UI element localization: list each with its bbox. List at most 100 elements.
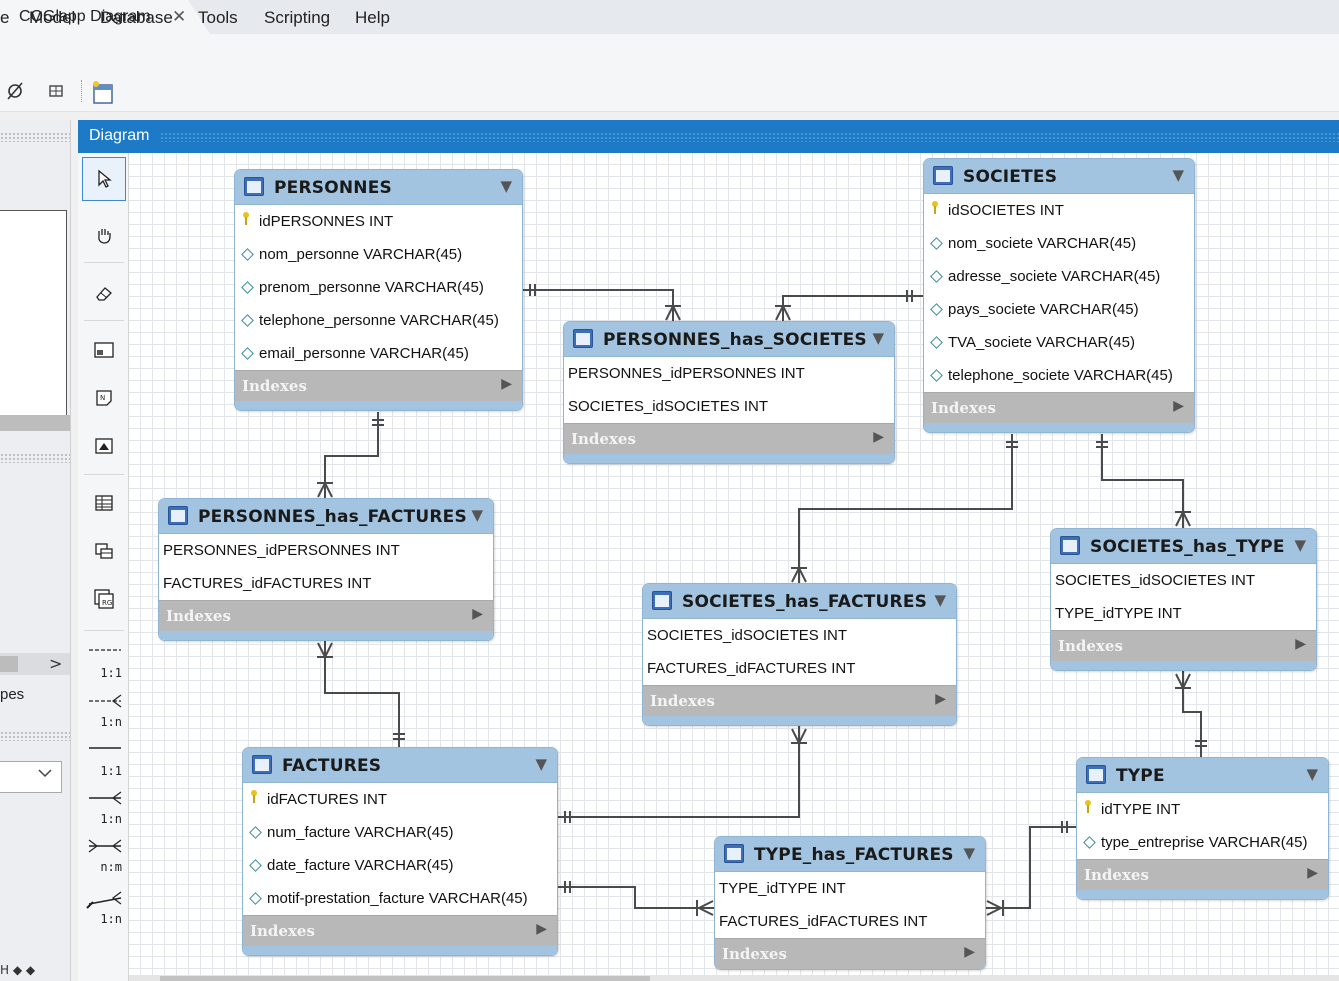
entity-header[interactable]: TYPE_has_FACTURES ▼ — [715, 837, 985, 872]
tab-close-icon[interactable]: ✕ — [172, 7, 187, 27]
entity-societes-has-type[interactable]: SOCIETES_has_TYPE ▼ SOCIETES_idSOCIETES … — [1050, 528, 1317, 671]
column-row[interactable]: FACTURES_idFACTURES INT — [715, 905, 985, 938]
column-row[interactable]: FACTURES_idFACTURES INT — [643, 652, 956, 685]
column-row[interactable]: idFACTURES INT — [243, 783, 557, 816]
collapse-caret-icon[interactable]: ▼ — [471, 506, 483, 524]
collapse-caret-icon[interactable]: ▼ — [872, 329, 884, 347]
panel-grip-3[interactable] — [0, 731, 70, 741]
entity-header[interactable]: PERSONNES_has_SOCIETES ▼ — [564, 322, 894, 357]
entity-header[interactable]: PERSONNES ▼ — [235, 170, 522, 205]
column-row[interactable]: email_personne VARCHAR(45) — [235, 337, 522, 370]
panel-scrollbar-thumb[interactable] — [0, 656, 18, 672]
menu-model[interactable]: Model — [29, 8, 76, 27]
column-row[interactable]: telephone_societe VARCHAR(45) — [924, 359, 1194, 392]
expand-arrow-icon[interactable]: ▶ — [964, 944, 975, 960]
indexes-section[interactable]: Indexes▶ — [1077, 859, 1328, 890]
entity-header[interactable]: SOCIETES ▼ — [924, 159, 1194, 194]
collapse-caret-icon[interactable]: ▼ — [963, 844, 975, 862]
entity-header[interactable]: FACTURES ▼ — [243, 748, 557, 783]
menu-database[interactable]: Database — [100, 8, 173, 27]
rel-1-n-existing-columns-tool[interactable]: 1:n — [85, 890, 125, 926]
column-row[interactable]: motif-prestation_facture VARCHAR(45) — [243, 882, 557, 915]
entity-societes-has-factures[interactable]: SOCIETES_has_FACTURES ▼ SOCIETES_idSOCIE… — [642, 583, 957, 726]
indexes-section[interactable]: Indexes▶ — [235, 370, 522, 401]
column-row[interactable]: TYPE_idTYPE INT — [1051, 597, 1316, 630]
collapse-caret-icon[interactable]: ▼ — [1172, 166, 1184, 184]
indexes-section[interactable]: Indexes▶ — [243, 915, 557, 946]
expand-arrow-icon[interactable]: ▶ — [873, 429, 884, 445]
expand-arrow-icon[interactable]: ▶ — [536, 921, 547, 937]
rel-1-1-identifying-tool[interactable]: 1:1 — [85, 742, 125, 778]
scroll-right-arrow[interactable]: > — [49, 654, 63, 673]
column-row[interactable]: idPERSONNES INT — [235, 205, 522, 238]
entity-personnes-has-societes[interactable]: PERSONNES_has_SOCIETES ▼ PERSONNES_idPER… — [563, 321, 895, 464]
expand-arrow-icon[interactable]: ▶ — [501, 376, 512, 392]
column-row[interactable]: date_facture VARCHAR(45) — [243, 849, 557, 882]
column-row[interactable]: telephone_personne VARCHAR(45) — [235, 304, 522, 337]
entity-personnes[interactable]: PERSONNES ▼ idPERSONNES INT nom_personne… — [234, 169, 523, 411]
entity-factures[interactable]: FACTURES ▼ idFACTURES INT num_facture VA… — [242, 747, 558, 956]
menu-scripting[interactable]: Scripting — [264, 8, 331, 27]
column-row[interactable]: PERSONNES_idPERSONNES INT — [564, 357, 894, 390]
column-row[interactable]: FACTURES_idFACTURES INT — [159, 567, 493, 600]
select-tool-icon[interactable] — [82, 157, 126, 201]
entity-header[interactable]: TYPE ▼ — [1077, 758, 1328, 793]
tab-title[interactable]: COGlapp Diagram — [19, 8, 151, 25]
menu-help[interactable]: Help — [355, 8, 390, 27]
panel-list-item[interactable]: pes — [0, 686, 25, 703]
collapse-caret-icon[interactable]: ▼ — [1306, 765, 1318, 783]
collapse-caret-icon[interactable]: ▼ — [500, 177, 512, 195]
indexes-section[interactable]: Indexes▶ — [924, 392, 1194, 423]
column-row[interactable]: TYPE_idTYPE INT — [715, 872, 985, 905]
expand-arrow-icon[interactable]: ▶ — [1295, 636, 1306, 652]
entity-type-has-factures[interactable]: TYPE_has_FACTURES ▼ TYPE_idTYPE INT FACT… — [714, 836, 986, 970]
column-row[interactable]: TVA_societe VARCHAR(45) — [924, 326, 1194, 359]
panel-splitter[interactable] — [0, 415, 70, 431]
column-row[interactable]: pays_societe VARCHAR(45) — [924, 293, 1194, 326]
image-tool-icon[interactable] — [82, 427, 126, 465]
expand-arrow-icon[interactable]: ▶ — [472, 606, 483, 622]
eraser-tool-icon[interactable] — [82, 274, 126, 312]
layer-tool-icon[interactable] — [82, 331, 126, 369]
panel-dropdown[interactable] — [0, 761, 62, 793]
column-row[interactable]: adresse_societe VARCHAR(45) — [924, 260, 1194, 293]
indexes-section[interactable]: Indexes▶ — [715, 938, 985, 969]
routine-group-tool-icon[interactable]: RG — [82, 580, 126, 618]
collapse-caret-icon[interactable]: ▼ — [535, 755, 547, 773]
column-row[interactable]: nom_personne VARCHAR(45) — [235, 238, 522, 271]
view-tool-icon[interactable] — [82, 532, 126, 570]
panel-grip[interactable] — [0, 132, 70, 142]
entity-type[interactable]: TYPE ▼ idTYPE INT type_entreprise VARCHA… — [1076, 757, 1329, 900]
panel-bottom-controls[interactable]: H ◆ ◆ — [0, 963, 36, 977]
entity-header[interactable]: PERSONNES_has_FACTURES ▼ — [159, 499, 493, 534]
indexes-section[interactable]: Indexes▶ — [1051, 630, 1316, 661]
column-row[interactable]: num_facture VARCHAR(45) — [243, 816, 557, 849]
indexes-section[interactable]: Indexes▶ — [643, 685, 956, 716]
collapse-caret-icon[interactable]: ▼ — [1294, 536, 1306, 554]
tab-coglapp-diagram[interactable] — [0, 0, 210, 34]
indexes-section[interactable]: Indexes▶ — [564, 423, 894, 454]
rel-n-m-tool[interactable]: n:m — [85, 838, 125, 874]
column-row[interactable]: SOCIETES_idSOCIETES INT — [564, 390, 894, 423]
column-row[interactable]: nom_societe VARCHAR(45) — [924, 227, 1194, 260]
column-row[interactable]: idSOCIETES INT — [924, 194, 1194, 227]
note-tool-icon[interactable]: N — [82, 379, 126, 417]
new-diagram-icon[interactable] — [90, 80, 114, 104]
collapse-caret-icon[interactable]: ▼ — [934, 591, 946, 609]
entity-header[interactable]: SOCIETES_has_TYPE ▼ — [1051, 529, 1316, 564]
panel-grip-2[interactable] — [0, 453, 70, 463]
indexes-section[interactable]: Indexes▶ — [159, 600, 493, 631]
rel-1-1-nonidentifying-tool[interactable]: 1:1 — [85, 644, 125, 680]
canvas-scrollbar-thumb[interactable] — [160, 976, 650, 981]
entity-header[interactable]: SOCIETES_has_FACTURES ▼ — [643, 584, 956, 619]
column-row[interactable]: prenom_personne VARCHAR(45) — [235, 271, 522, 304]
column-row[interactable]: PERSONNES_idPERSONNES INT — [159, 534, 493, 567]
canvas-horizontal-scrollbar[interactable] — [129, 975, 1339, 981]
column-row[interactable]: SOCIETES_idSOCIETES INT — [643, 619, 956, 652]
entity-societes[interactable]: SOCIETES ▼ idSOCIETES INT nom_societe VA… — [923, 158, 1195, 433]
align-grid-icon[interactable] — [44, 80, 68, 102]
chevron-down-icon[interactable] — [38, 766, 52, 782]
menu-file[interactable]: e — [0, 8, 10, 27]
expand-arrow-icon[interactable]: ▶ — [1307, 865, 1318, 881]
column-row[interactable]: SOCIETES_idSOCIETES INT — [1051, 564, 1316, 597]
